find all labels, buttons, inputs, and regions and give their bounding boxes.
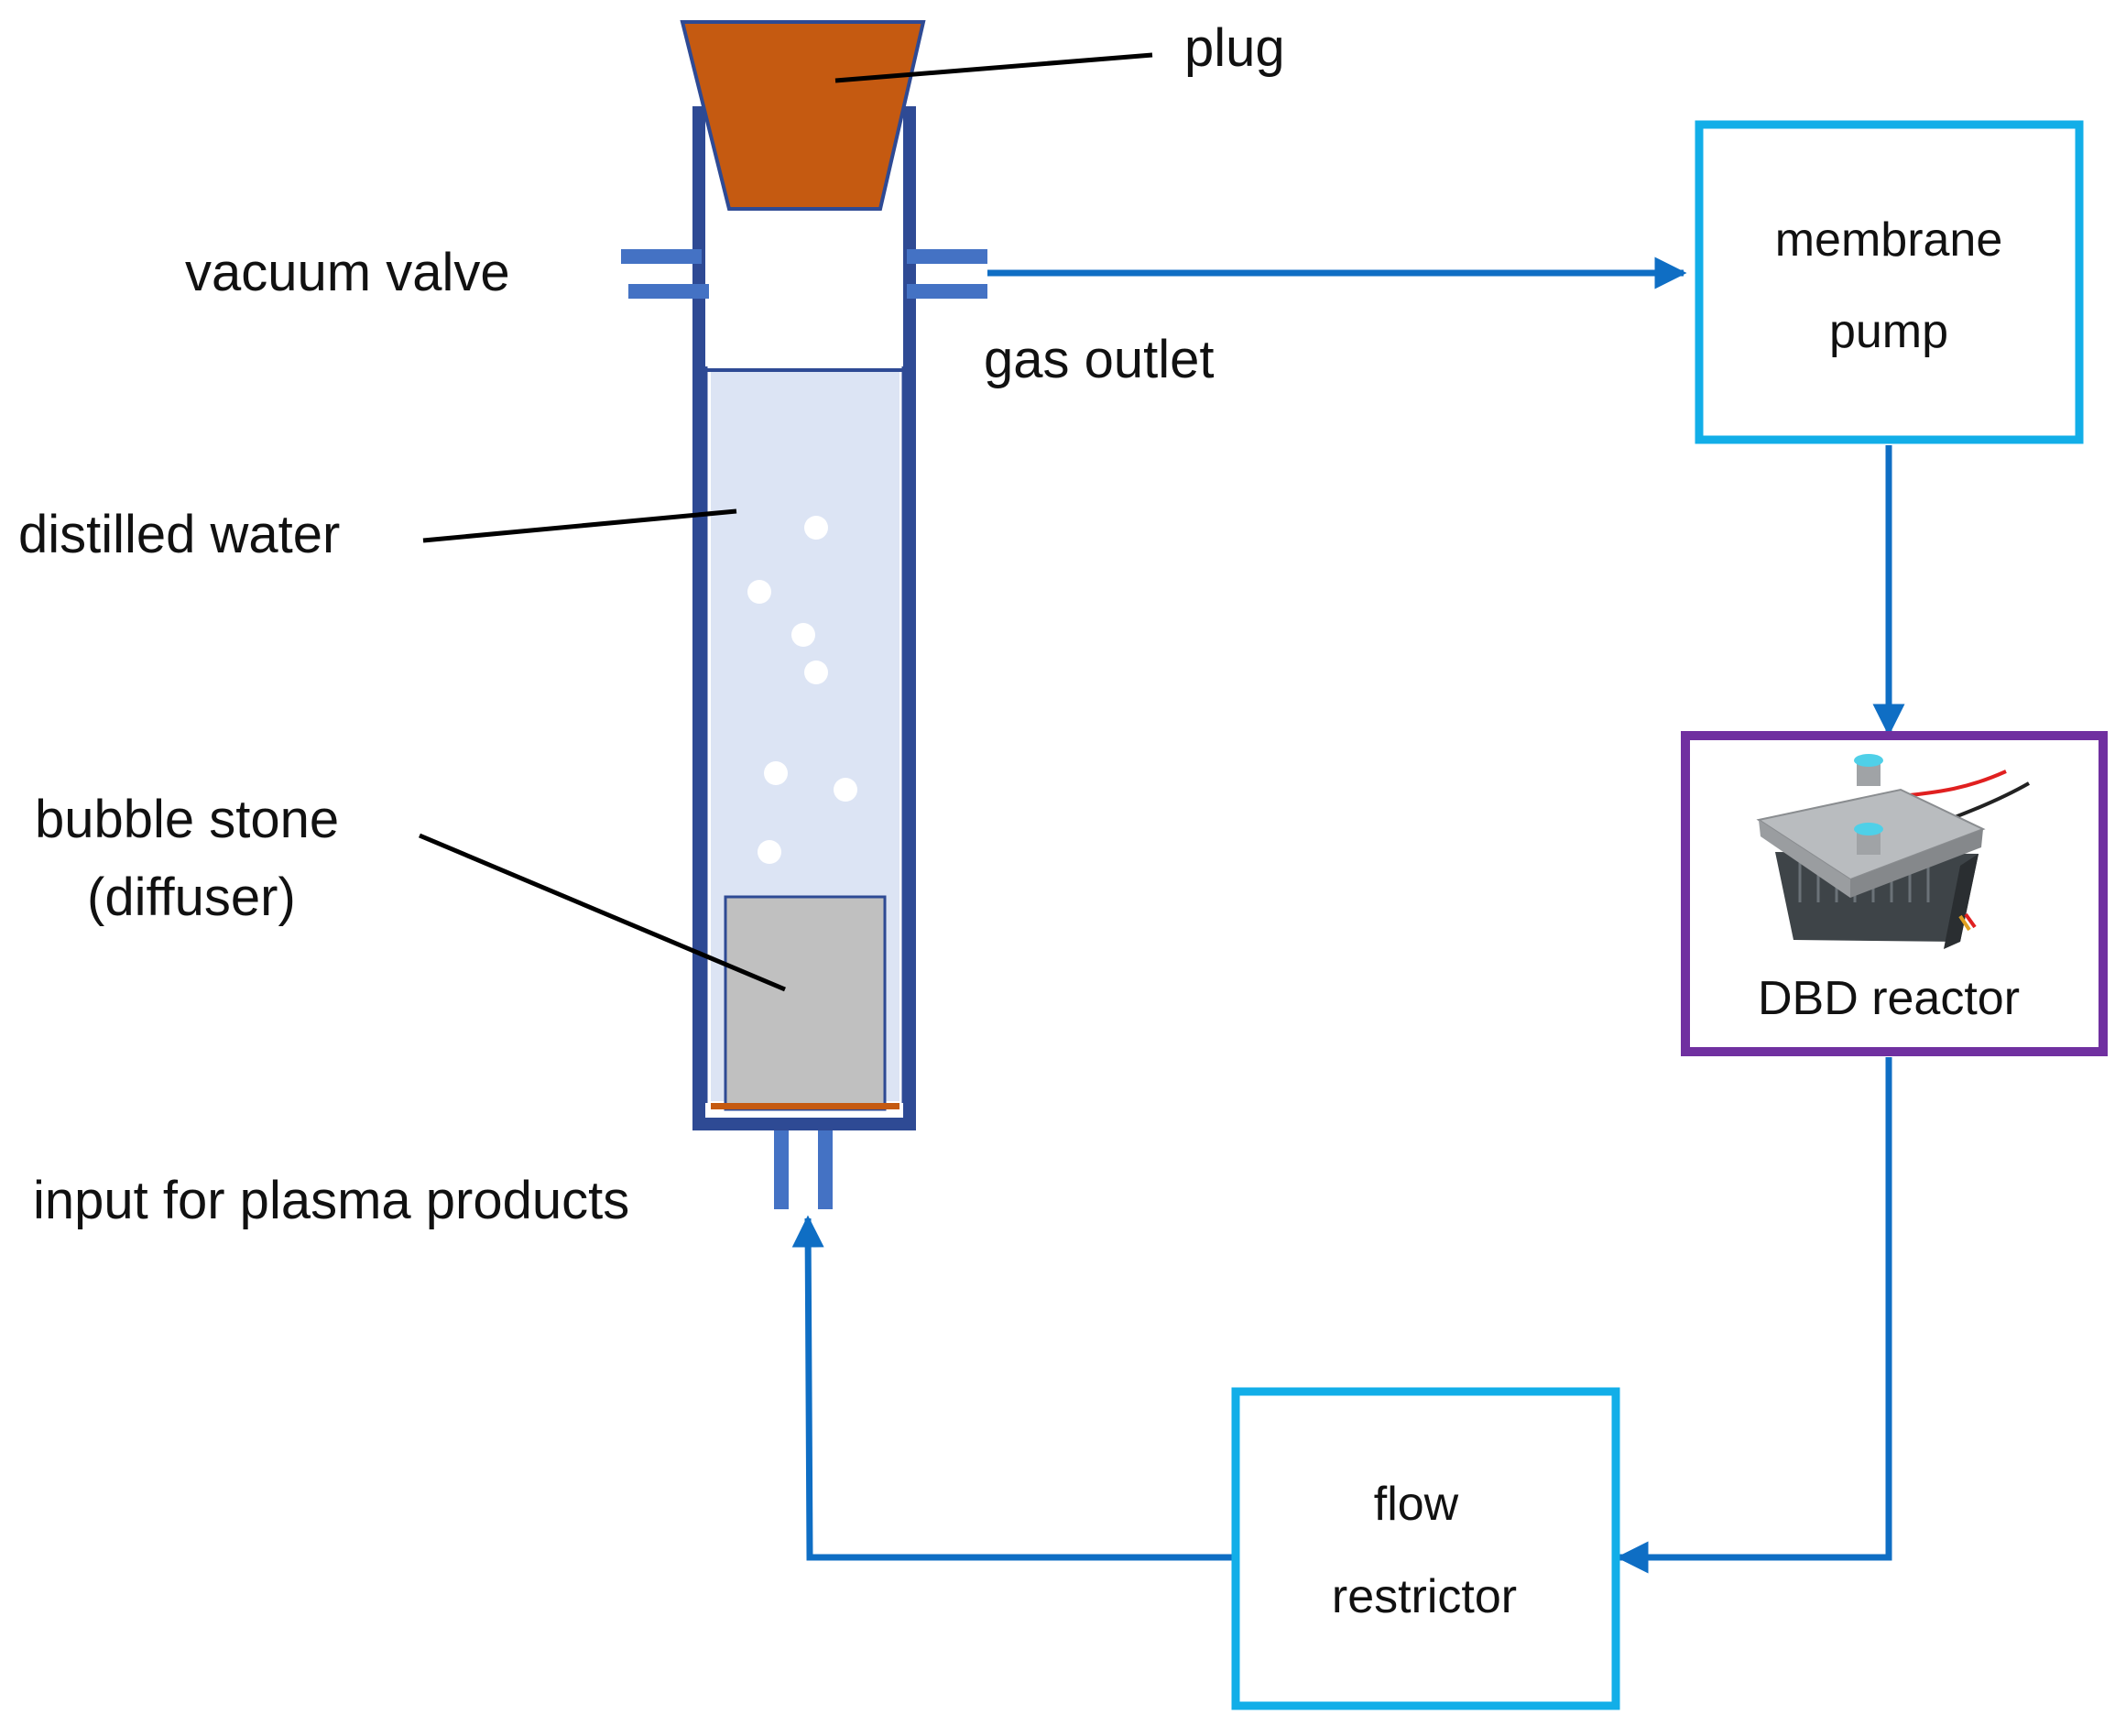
input-pipe-left bbox=[774, 1130, 789, 1209]
flow-lines bbox=[791, 257, 1905, 1574]
flow-restrictor-label-line2: restrictor bbox=[1332, 1570, 1517, 1623]
membrane-pump-label-line1: membrane bbox=[1775, 213, 2003, 267]
distilled-water-label: distilled water bbox=[18, 505, 340, 564]
plug-leader bbox=[834, 52, 1153, 83]
vacuum-valve bbox=[621, 249, 709, 299]
vacuum-valve-label: vacuum valve bbox=[185, 243, 510, 302]
bubble bbox=[791, 623, 815, 647]
membrane-pump-box bbox=[1695, 120, 2084, 444]
bubble bbox=[764, 761, 788, 785]
membrane-pump-label-line2: pump bbox=[1829, 305, 1948, 358]
plug-label: plug bbox=[1184, 18, 1285, 78]
dbd-reactor-label: DBD reactor bbox=[1758, 972, 2020, 1025]
reactor-to-restrictor-arrow bbox=[1616, 1057, 1892, 1574]
bubble-stone bbox=[724, 895, 887, 1111]
restrictor-to-vessel-arrow bbox=[791, 1215, 1236, 1561]
bubble bbox=[804, 516, 828, 540]
flow-restrictor-box bbox=[1231, 1387, 1620, 1710]
bubble bbox=[804, 661, 828, 684]
input-label: input for plasma products bbox=[33, 1171, 629, 1230]
gas-outlet-nozzle bbox=[907, 249, 987, 299]
bubble bbox=[834, 778, 857, 802]
input-pipe-right bbox=[818, 1130, 833, 1209]
gas-outlet-label: gas outlet bbox=[984, 330, 1215, 389]
leader-lines bbox=[419, 52, 1153, 992]
plug bbox=[680, 20, 926, 211]
bubble-stone-leader bbox=[419, 833, 786, 992]
flow-restrictor-label-line1: flow bbox=[1374, 1478, 1459, 1531]
bubble-stone-label-line2: (diffuser) bbox=[87, 868, 296, 927]
bubble bbox=[758, 840, 781, 864]
bottom-seal bbox=[711, 1103, 899, 1109]
dbd-reactor-device-image bbox=[1756, 754, 2030, 949]
bubble bbox=[747, 580, 771, 604]
vessel bbox=[692, 106, 916, 1209]
bubble-stone-label-line1: bubble stone bbox=[35, 790, 339, 849]
distilled-water-leader bbox=[422, 508, 737, 543]
